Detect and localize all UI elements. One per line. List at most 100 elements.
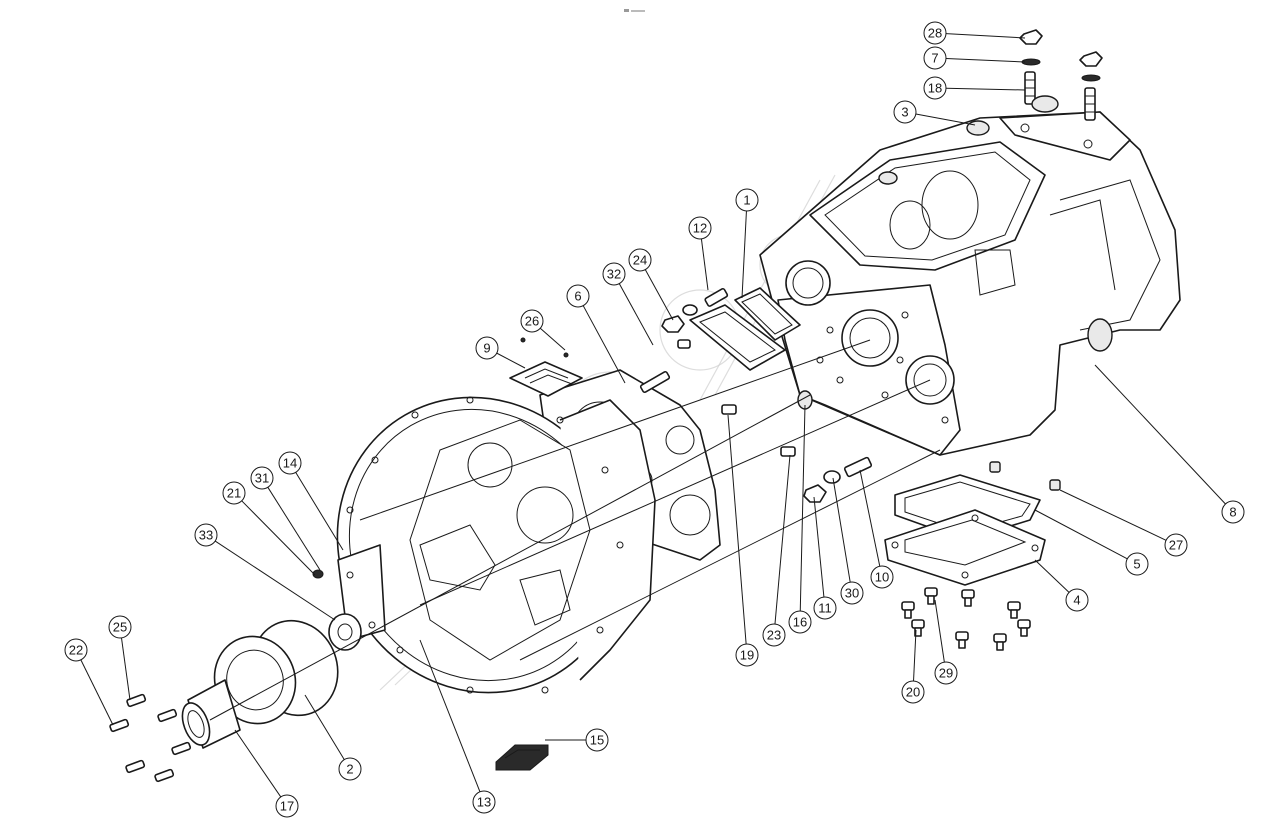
callout-leader xyxy=(913,629,917,682)
washer-and-bolts xyxy=(312,569,362,651)
callout-leader xyxy=(539,327,566,351)
callout-circle xyxy=(275,794,299,818)
callout-leader xyxy=(419,639,481,792)
callout-circle xyxy=(923,76,947,100)
callout-leader xyxy=(1059,489,1167,541)
callout-number: 27 xyxy=(1169,538,1183,553)
callout-number: 29 xyxy=(939,666,953,681)
callout-circle xyxy=(278,451,302,475)
callout-leader xyxy=(799,404,806,612)
callout-circle xyxy=(1065,588,1089,612)
callout-5: 5 xyxy=(1034,509,1149,576)
callout-33: 33 xyxy=(194,523,336,621)
callout-leader xyxy=(120,637,131,701)
callout-circle xyxy=(901,680,925,704)
callout-leader xyxy=(618,283,654,346)
callout-number: 30 xyxy=(845,586,859,601)
callout-circle xyxy=(194,523,218,547)
callout-number: 32 xyxy=(607,267,621,282)
callout-15: 15 xyxy=(545,728,609,752)
callout-leader xyxy=(945,87,1026,91)
callout-26: 26 xyxy=(520,309,566,351)
callout-leader xyxy=(813,496,825,598)
callout-27: 27 xyxy=(1059,489,1188,557)
callout-10: 10 xyxy=(859,469,894,589)
callout-leader xyxy=(774,454,791,625)
callout-circle xyxy=(870,565,894,589)
inspection-cover xyxy=(495,744,549,771)
callout-number: 22 xyxy=(69,643,83,658)
callout-1: 1 xyxy=(735,188,759,299)
callout-circle xyxy=(602,262,626,286)
callout-25: 25 xyxy=(108,615,132,701)
callout-circle xyxy=(585,728,609,752)
callout-2: 2 xyxy=(304,694,362,781)
callout-number: 18 xyxy=(928,81,942,96)
callout-leader xyxy=(496,352,526,369)
callout-20: 20 xyxy=(901,629,925,704)
callout-circle xyxy=(923,21,947,45)
assembly-axes xyxy=(209,339,941,721)
callout-leader xyxy=(1034,509,1128,560)
callout-circle xyxy=(64,638,88,662)
callout-circle xyxy=(813,596,837,620)
callout-number: 11 xyxy=(818,601,832,616)
callout-number: 3 xyxy=(901,105,908,120)
callout-number: 15 xyxy=(590,733,604,748)
callout-21: 21 xyxy=(222,481,316,576)
callout-leader xyxy=(582,305,626,384)
callout-number: 33 xyxy=(199,528,213,543)
callout-number: 14 xyxy=(283,456,297,471)
callout-circle xyxy=(1125,552,1149,576)
callout-6: 6 xyxy=(566,284,626,384)
callout-leader xyxy=(295,472,344,551)
callout-leader xyxy=(945,33,1026,39)
callout-17: 17 xyxy=(234,729,299,818)
callout-circle xyxy=(475,336,499,360)
callout-3: 3 xyxy=(893,100,976,126)
callout-circle xyxy=(893,100,917,124)
callout-leader xyxy=(945,57,1026,63)
callout-4: 4 xyxy=(1034,559,1089,612)
callout-leader xyxy=(832,477,851,583)
top-studs xyxy=(1019,29,1103,121)
callout-13: 13 xyxy=(419,639,496,814)
callout-circle xyxy=(840,581,864,605)
callout-number: 1 xyxy=(743,193,750,208)
callout-circle xyxy=(735,643,759,667)
callout-number: 31 xyxy=(255,471,269,486)
callout-number: 7 xyxy=(931,51,938,66)
callout-30: 30 xyxy=(832,477,864,605)
callout-29: 29 xyxy=(934,599,958,685)
callout-leader xyxy=(241,500,316,576)
callout-leader xyxy=(915,113,976,126)
callout-number: 10 xyxy=(875,570,889,585)
callout-9: 9 xyxy=(475,336,526,369)
callout-leader xyxy=(859,469,881,567)
callout-circle xyxy=(934,661,958,685)
callout-circle xyxy=(250,466,274,490)
bottom-covers xyxy=(884,474,1046,651)
callout-12: 12 xyxy=(688,216,712,291)
callout-circle xyxy=(1221,500,1245,524)
callout-circle xyxy=(472,790,496,814)
small-cover xyxy=(689,287,801,371)
callout-circle xyxy=(688,216,712,240)
callout-24: 24 xyxy=(628,248,674,321)
header-mark xyxy=(624,9,645,12)
callout-leader xyxy=(727,414,747,645)
callout-circle xyxy=(338,757,362,781)
callout-leader xyxy=(234,729,282,798)
callout-circle xyxy=(735,188,759,212)
id-plate xyxy=(509,337,583,397)
callout-28: 28 xyxy=(923,21,1026,45)
callout-leader xyxy=(700,238,709,291)
callout-8: 8 xyxy=(1094,364,1245,524)
callout-leader xyxy=(644,269,674,321)
callout-11: 11 xyxy=(813,496,837,620)
callout-number: 24 xyxy=(633,253,647,268)
callout-leader xyxy=(80,659,114,726)
callout-number: 5 xyxy=(1133,557,1140,572)
